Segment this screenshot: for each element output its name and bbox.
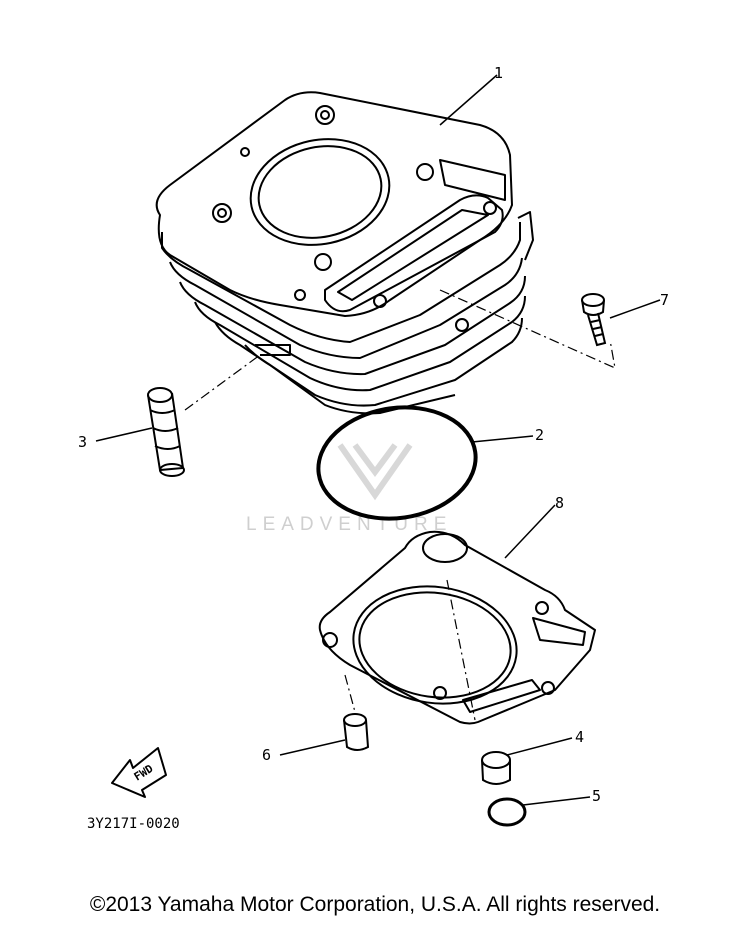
dowel-alignment-line (344, 674, 356, 713)
dowel-pin[interactable] (481, 751, 511, 785)
leader-line-2 (471, 435, 534, 443)
leader-line-8 (504, 504, 556, 559)
copyright-text: ©2013 Yamaha Motor Corporation, U.S.A. A… (89, 893, 661, 916)
watermark-text: LEADVENTURE (246, 514, 452, 535)
leader-line-3 (95, 427, 153, 442)
watermark: LEADVENTURE (246, 443, 452, 535)
leader-line-5 (522, 796, 591, 806)
bolt-part[interactable] (581, 293, 607, 347)
gasket-alignment-line (446, 579, 476, 721)
dowel-pin-left[interactable] (343, 713, 370, 751)
label-3[interactable]: 3 (78, 433, 87, 451)
leader-line-1 (439, 74, 498, 126)
label-5[interactable]: 5 (592, 787, 601, 805)
stud-alignment-line (184, 354, 261, 411)
label-1[interactable]: 1 (494, 64, 503, 82)
gasket[interactable] (318, 530, 596, 725)
leader-line-4 (506, 737, 573, 756)
label-2[interactable]: 2 (535, 426, 544, 444)
leader-line-7 (609, 299, 661, 319)
label-6[interactable]: 6 (262, 746, 271, 764)
o-ring-large[interactable] (311, 398, 483, 529)
o-ring-small[interactable] (487, 797, 527, 827)
cylinder[interactable] (155, 91, 534, 415)
diagram-code: 3Y217I-0020 (87, 816, 180, 832)
fwd-arrow-icon: FWD (111, 747, 167, 798)
label-8[interactable]: 8 (555, 494, 564, 512)
stud-bolt[interactable] (147, 387, 185, 477)
label-4[interactable]: 4 (575, 728, 584, 746)
leader-line-6 (279, 739, 346, 756)
label-7[interactable]: 7 (660, 291, 669, 309)
bolt-alignment-line (439, 289, 616, 370)
